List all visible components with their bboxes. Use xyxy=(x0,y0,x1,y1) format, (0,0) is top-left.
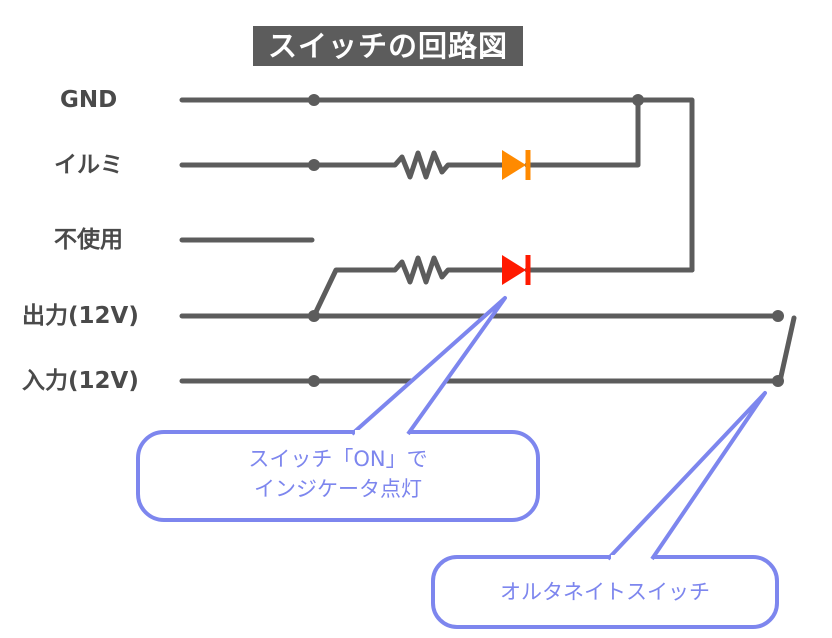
junction-dot-input xyxy=(308,375,320,387)
indicator-callout-pointer xyxy=(350,296,507,436)
indicator-callout-text: スイッチ「ON」で インジケータ点灯 xyxy=(138,444,538,504)
indicator-branch-wire xyxy=(311,255,505,319)
illumination-led xyxy=(502,150,531,180)
switch-terminal-input xyxy=(772,375,784,387)
label-unused: 不使用 xyxy=(54,227,123,253)
switch-callout-text: オルタネイトスイッチ xyxy=(500,580,710,604)
indicator-callout-line2: インジケータ点灯 xyxy=(254,477,422,501)
label-illumination: イルミ xyxy=(54,152,123,178)
alternate-switch-lever xyxy=(777,315,797,384)
diagram-title: スイッチの回路図 xyxy=(253,26,523,66)
switch-callout-pointer xyxy=(606,391,767,561)
gnd-wire xyxy=(179,97,695,273)
junction-dot-output xyxy=(308,310,320,322)
illumination-wire xyxy=(179,150,505,180)
indicator-callout-line1: スイッチ「ON」で xyxy=(248,447,428,471)
indicator-led xyxy=(502,255,531,285)
junction-dot-gnd-right xyxy=(632,94,644,106)
label-output: 出力(12V) xyxy=(22,303,139,329)
switch-terminal-output xyxy=(772,310,784,322)
junction-dot-gnd xyxy=(308,94,320,106)
indicator-callout-bubble xyxy=(136,430,540,522)
illumination-return-wire xyxy=(524,97,641,168)
label-gnd: GND xyxy=(60,87,118,113)
junction-dot-illumination xyxy=(308,159,320,171)
label-input: 入力(12V) xyxy=(22,368,139,394)
switch-callout-bubble xyxy=(431,555,779,629)
